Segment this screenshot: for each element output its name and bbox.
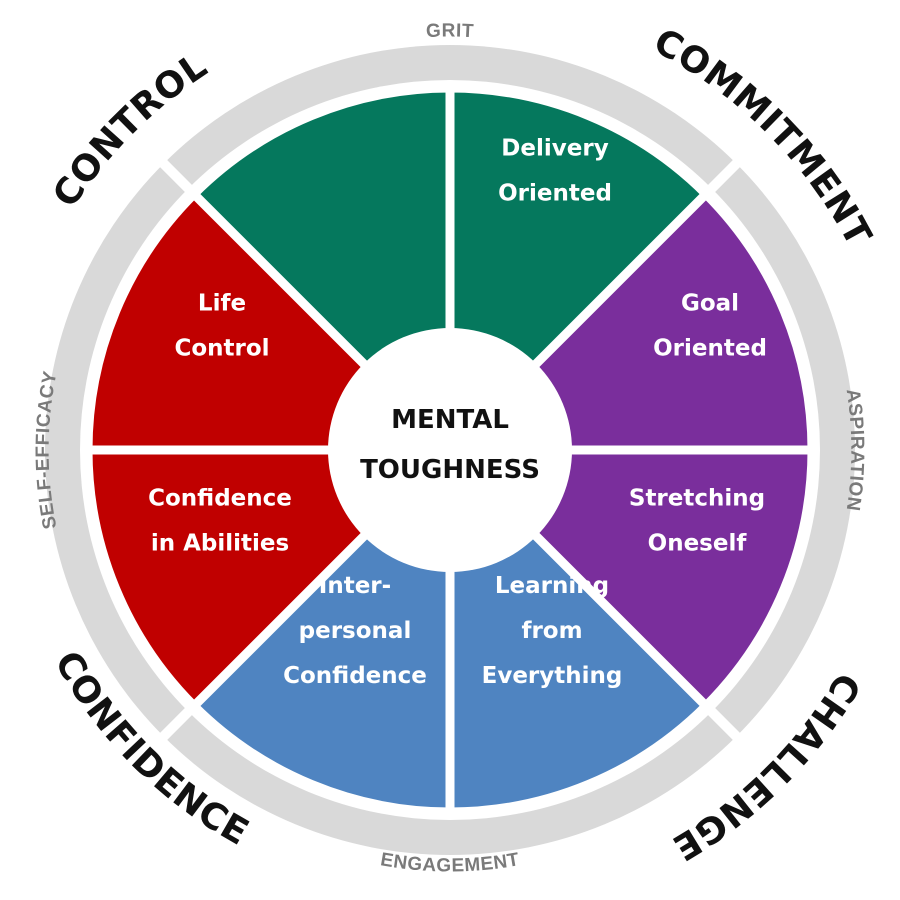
ring-label-top: GRIT bbox=[426, 20, 475, 42]
segment-label-line: Oriented bbox=[498, 181, 612, 207]
segment-label-line: Life bbox=[198, 291, 246, 317]
center-circle bbox=[328, 328, 572, 572]
ring-divider bbox=[706, 158, 742, 194]
segment-label-line: Learning bbox=[495, 573, 609, 599]
segment-label-line: personal bbox=[299, 618, 412, 644]
segment-label-line: Goal bbox=[681, 291, 739, 317]
segment-label-line: Oneself bbox=[648, 531, 748, 557]
segment-label-abilities: Confidence in Abilities bbox=[148, 486, 292, 557]
segment-label-line: Stretching bbox=[629, 486, 765, 512]
ring-divider bbox=[706, 706, 742, 742]
segment-label-line: Control bbox=[174, 336, 269, 362]
ring-label-grit: GRIT bbox=[426, 20, 474, 42]
segment-label-line: Confidence bbox=[283, 663, 427, 689]
segment-label-line: Inter- bbox=[319, 573, 391, 599]
segment-label-line: from bbox=[521, 618, 582, 644]
segment-label-line: Confidence bbox=[148, 486, 292, 512]
ring-divider bbox=[158, 158, 194, 194]
segment-label-line: Everything bbox=[482, 663, 623, 689]
segment-label-line: Delivery bbox=[501, 136, 608, 162]
center-title-line2: TOUGHNESS bbox=[360, 455, 540, 485]
ring-divider bbox=[158, 706, 194, 742]
segment-label-line: Oriented bbox=[653, 336, 767, 362]
ring-dividers bbox=[158, 158, 742, 742]
segment-label-line: in Abilities bbox=[151, 531, 289, 557]
center-title-line1: MENTAL bbox=[391, 405, 509, 435]
